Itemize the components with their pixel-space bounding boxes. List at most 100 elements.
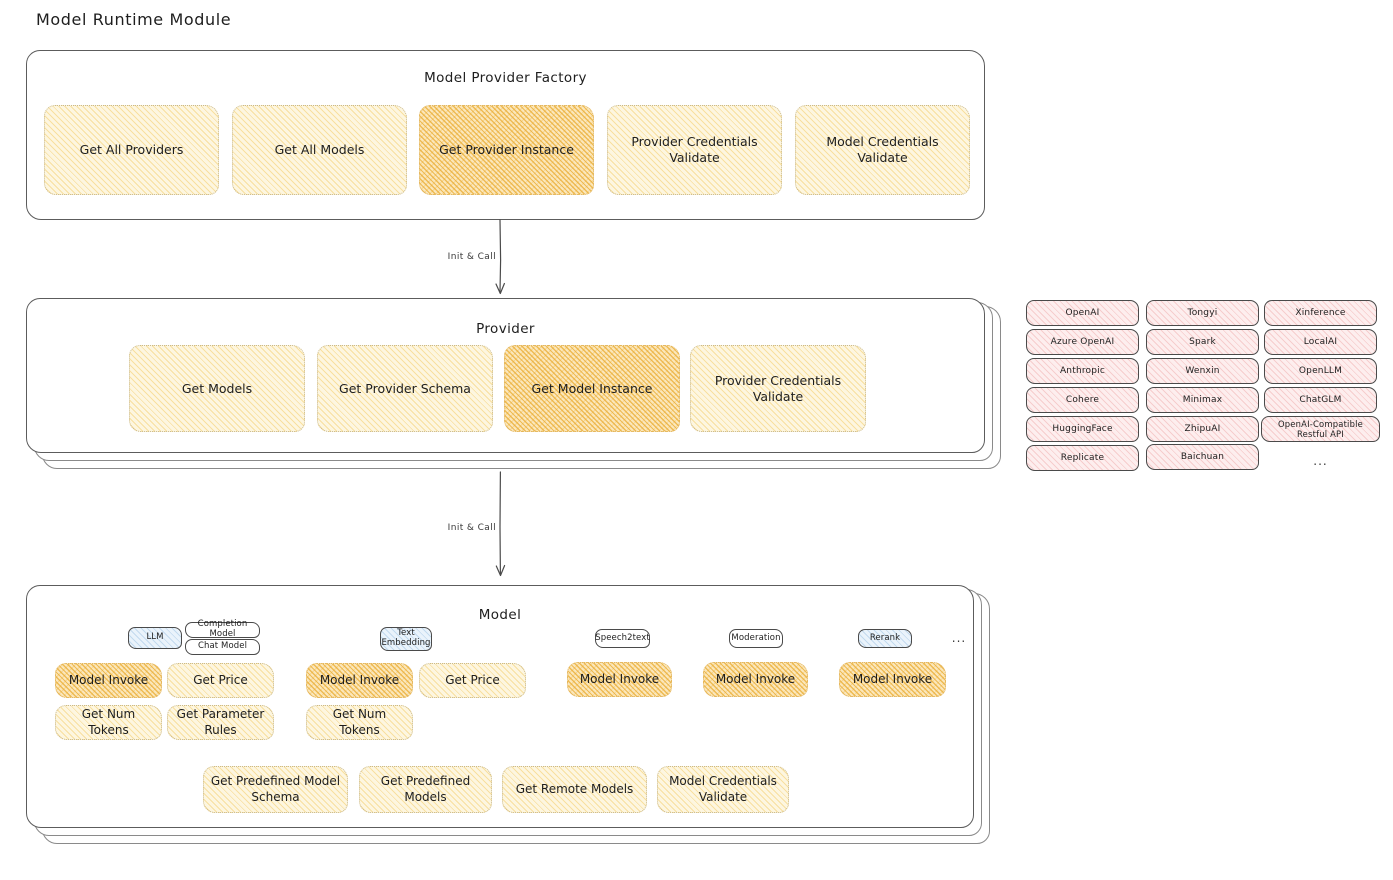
model-action-label: Model Invoke (715, 671, 796, 686)
model-type-badge-label: Moderation (731, 632, 781, 643)
provider-action-get-provider-schema[interactable]: Get Provider Schema (317, 345, 493, 432)
model-type-badge-rerank[interactable]: Rerank (858, 629, 912, 648)
provider-chip-openllm[interactable]: OpenLLM (1264, 358, 1377, 384)
model-action-llm-get-price[interactable]: Get Price (167, 663, 274, 698)
page-title: Model Runtime Module (36, 10, 232, 29)
model-subbadge-label: Chat Model (197, 641, 248, 652)
provider-action-get-model-instance[interactable]: Get Model Instance (504, 345, 680, 432)
provider-chip-label: ChatGLM (1299, 395, 1342, 405)
model-action-llm-model-invoke[interactable]: Model Invoke (55, 663, 162, 698)
provider-chip-cohere[interactable]: Cohere (1026, 387, 1139, 413)
provider-chip-label: Azure OpenAI (1050, 337, 1115, 347)
provider-action-get-models[interactable]: Get Models (129, 345, 305, 432)
provider-chip-openai-compatible-restful-api[interactable]: OpenAI-Compatible Restful API (1261, 416, 1380, 442)
provider-chip-label: Spark (1189, 337, 1216, 347)
model-shared-action-label: Model Credentials Validate (669, 774, 777, 804)
factory-action-get-all-providers[interactable]: Get All Providers (44, 105, 219, 195)
model-action-text-embedding-get-num-tokens[interactable]: Get Num Tokens (306, 705, 413, 740)
factory-action-model-credentials-validate[interactable]: Model Credentials Validate (795, 105, 970, 195)
model-action-rerank-model-invoke[interactable]: Model Invoke (839, 662, 946, 697)
model-shared-action-label: Get Remote Models (515, 781, 634, 796)
model-action-label: Get Price (445, 672, 500, 687)
provider-chip-chatglm[interactable]: ChatGLM (1264, 387, 1377, 413)
provider-chip-label: Tongyi (1187, 308, 1218, 318)
provider-chip-azure-openai[interactable]: Azure OpenAI (1026, 329, 1139, 355)
provider-action-provider-credentials-validate[interactable]: Provider Credentials Validate (690, 345, 866, 432)
provider-chip-label: ZhipuAI (1184, 424, 1221, 434)
provider-chip-label: Minimax (1182, 395, 1223, 405)
model-action-label: Get Parameter Rules (176, 707, 265, 737)
factory-action-provider-credentials-validate[interactable]: Provider Credentials Validate (607, 105, 782, 195)
provider-chip-anthropic[interactable]: Anthropic (1026, 358, 1139, 384)
provider-chip-label: HuggingFace (1052, 424, 1113, 434)
provider-chip-label: Replicate (1060, 453, 1105, 463)
model-shared-action-model-credentials-validate[interactable]: Model Credentials Validate (657, 766, 789, 813)
provider-action-label: Get Models (181, 380, 253, 396)
model-type-badge-moderation[interactable]: Moderation (729, 629, 783, 648)
provider-chip-label: OpenLLM (1298, 366, 1343, 376)
model-type-badge-label: LLM (146, 632, 164, 643)
model-action-label: Model Invoke (579, 671, 660, 686)
model-shared-action-get-predefined-models[interactable]: Get Predefined Models (359, 766, 492, 813)
model-action-text-embedding-get-price[interactable]: Get Price (419, 663, 526, 698)
provider-chip-openai[interactable]: OpenAI (1026, 300, 1139, 326)
model-subbadge-completion-model[interactable]: Completion Model (185, 619, 260, 639)
model-type-badge-speech2text[interactable]: Speech2text (595, 629, 650, 648)
provider-chip-replicate[interactable]: Replicate (1026, 445, 1139, 471)
provider-chip-localai[interactable]: LocalAI (1264, 329, 1377, 355)
provider-action-label: Get Provider Schema (339, 380, 471, 396)
model-action-speech2text-model-invoke[interactable]: Model Invoke (567, 662, 672, 697)
provider-list-more: ... (1264, 452, 1377, 470)
provider-chip-minimax[interactable]: Minimax (1146, 387, 1259, 413)
model-types-more: ... (946, 630, 972, 646)
model-action-label: Get Price (193, 672, 248, 687)
provider-chip-label: Wenxin (1185, 366, 1220, 376)
model-action-label: Model Invoke (319, 672, 400, 687)
provider-chip-label: Anthropic (1059, 366, 1106, 376)
model-action-llm-get-num-tokens[interactable]: Get Num Tokens (55, 705, 162, 740)
model-action-label: Get Num Tokens (332, 707, 387, 737)
provider-list-more-label: ... (1313, 454, 1328, 468)
provider-chip-tongyi[interactable]: Tongyi (1146, 300, 1259, 326)
model-action-label: Model Invoke (852, 671, 933, 686)
provider-action-label: Get Model Instance (531, 380, 653, 396)
factory-action-label: Model Credentials Validate (826, 134, 939, 165)
provider-chip-zhipuai[interactable]: ZhipuAI (1146, 416, 1259, 442)
provider-title: Provider (476, 321, 535, 337)
model-shared-action-get-remote-models[interactable]: Get Remote Models (502, 766, 647, 813)
model-type-badge-llm[interactable]: LLM (128, 627, 182, 649)
model-types-more-label: ... (951, 631, 967, 645)
provider-chip-label: OpenAI-Compatible Restful API (1278, 419, 1363, 439)
arrow-provider-to-model (495, 471, 506, 577)
model-type-badge-label: Rerank (869, 632, 901, 643)
arrow-factory-to-provider (495, 219, 505, 295)
model-type-badge-label: Text Embedding (381, 628, 431, 648)
model-shared-action-label: Get Predefined Model Schema (210, 774, 341, 804)
model-action-label: Get Num Tokens (81, 707, 136, 737)
provider-chip-huggingface[interactable]: HuggingFace (1026, 416, 1139, 442)
factory-action-label: Provider Credentials Validate (631, 134, 758, 165)
model-action-text-embedding-model-invoke[interactable]: Model Invoke (306, 663, 413, 698)
provider-chip-label: Xinference (1295, 308, 1346, 318)
model-subbadge-chat-model[interactable]: Chat Model (185, 639, 260, 655)
provider-chip-label: LocalAI (1303, 337, 1338, 347)
provider-chip-xinference[interactable]: Xinference (1264, 300, 1377, 326)
model-type-badge-text-embedding[interactable]: Text Embedding (380, 627, 432, 651)
factory-action-get-all-models[interactable]: Get All Models (232, 105, 407, 195)
connector-label-init-call-1: Init & Call (447, 252, 496, 262)
provider-chip-label: Cohere (1065, 395, 1100, 405)
provider-chip-baichuan[interactable]: Baichuan (1146, 444, 1259, 470)
provider-chip-wenxin[interactable]: Wenxin (1146, 358, 1259, 384)
model-shared-action-label: Get Predefined Models (380, 774, 471, 804)
factory-action-get-provider-instance[interactable]: Get Provider Instance (419, 105, 594, 195)
model-type-badge-label: Speech2text (595, 632, 650, 643)
provider-chip-label: Baichuan (1180, 452, 1225, 462)
factory-action-label: Get All Models (274, 142, 365, 157)
provider-chip-spark[interactable]: Spark (1146, 329, 1259, 355)
provider-chip-label: OpenAI (1065, 308, 1100, 318)
model-action-label: Model Invoke (68, 672, 149, 687)
model-action-llm-get-parameter-rules[interactable]: Get Parameter Rules (167, 705, 274, 740)
model-shared-action-get-predefined-model-schema[interactable]: Get Predefined Model Schema (203, 766, 348, 813)
model-action-moderation-model-invoke[interactable]: Model Invoke (703, 662, 808, 697)
